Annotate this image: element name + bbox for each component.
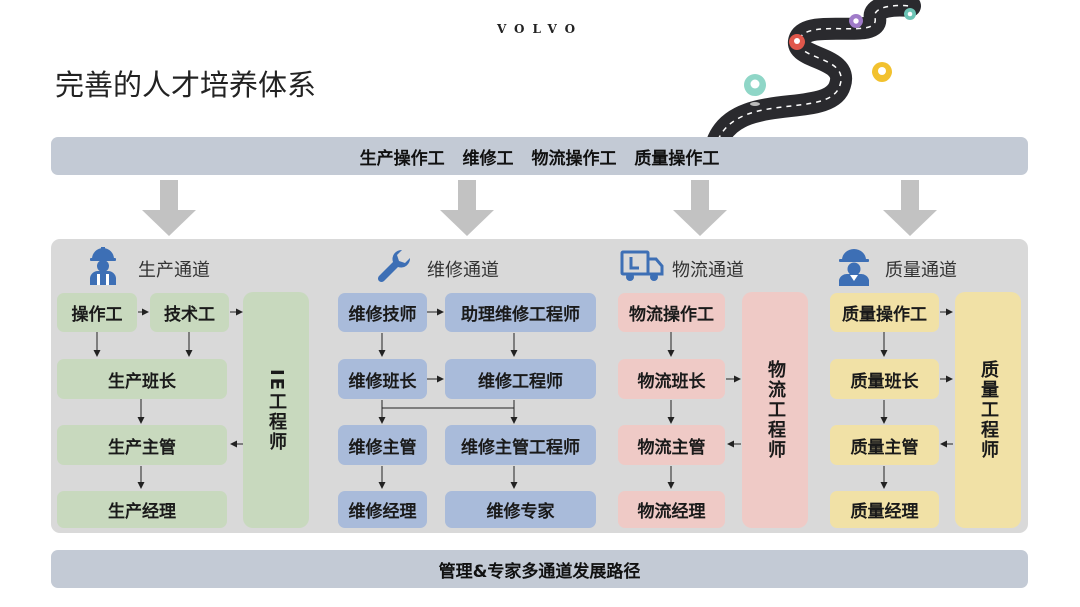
maintenance-assistant-engineer-box: 助理维修工程师 xyxy=(445,293,596,332)
map-pin-icon xyxy=(904,8,916,20)
page-title: 完善的人才培养体系 xyxy=(55,68,317,102)
production-operator-box: 操作工 xyxy=(57,293,137,332)
wrench-icon xyxy=(377,249,411,283)
production-technician-box: 技术工 xyxy=(150,293,229,332)
quality-team-leader-box: 质量班长 xyxy=(830,359,939,399)
down-arrow-icon xyxy=(142,180,196,236)
maintenance-engineer-box: 维修工程师 xyxy=(445,359,596,399)
logistics-engineer-box: 物流工程师 xyxy=(742,292,808,528)
quality-operator-box: 质量操作工 xyxy=(830,293,939,332)
logistics-operator-box: 物流操作工 xyxy=(618,293,725,332)
map-pin-icon xyxy=(744,74,766,106)
logistics-channel-label: 物流通道 xyxy=(672,260,744,281)
maintenance-manager-box: 维修经理 xyxy=(338,491,427,528)
truck-icon xyxy=(620,250,664,281)
production-team-leader-box: 生产班长 xyxy=(57,359,227,399)
production-manager-box: 生产经理 xyxy=(57,491,227,528)
maintenance-technician-box: 维修技师 xyxy=(338,293,427,332)
logistics-supervisor-box: 物流主管 xyxy=(618,425,725,465)
map-pin-icon xyxy=(849,14,863,28)
down-arrow-icon xyxy=(440,180,494,236)
maintenance-channel-label: 维修通道 xyxy=(427,260,499,281)
brand-logo: VOLVO xyxy=(496,22,584,36)
maintenance-expert-box: 维修专家 xyxy=(445,491,596,528)
logistics-team-leader-box: 物流班长 xyxy=(618,359,725,399)
production-supervisor-box: 生产主管 xyxy=(57,425,227,465)
quality-channel-label: 质量通道 xyxy=(885,260,957,281)
map-pin-icon xyxy=(789,34,805,50)
quality-engineer-box: 质量工程师 xyxy=(955,292,1021,528)
worker-icon xyxy=(90,247,116,285)
maintenance-team-leader-box: 维修班长 xyxy=(338,359,427,399)
maintenance-supervisor-box: 维修主管 xyxy=(338,425,427,465)
logistics-manager-box: 物流经理 xyxy=(618,491,725,528)
quality-manager-box: 质量经理 xyxy=(830,491,939,528)
production-engineer-box: IE工程师 xyxy=(243,292,309,528)
map-pin-icon xyxy=(872,62,892,82)
road-illustration xyxy=(707,0,921,140)
entry-roles-band: 生产操作工 维修工 物流操作工 质量操作工 xyxy=(51,137,1028,175)
down-arrow-icon xyxy=(673,180,727,236)
quality-supervisor-box: 质量主管 xyxy=(830,425,939,465)
maintenance-supervisor-engineer-box: 维修主管工程师 xyxy=(445,425,596,465)
inspector-icon xyxy=(839,249,869,286)
production-channel-label: 生产通道 xyxy=(138,260,210,281)
career-path-band: 管理&专家多通道发展路径 xyxy=(51,550,1028,588)
down-arrow-icon xyxy=(883,180,937,236)
